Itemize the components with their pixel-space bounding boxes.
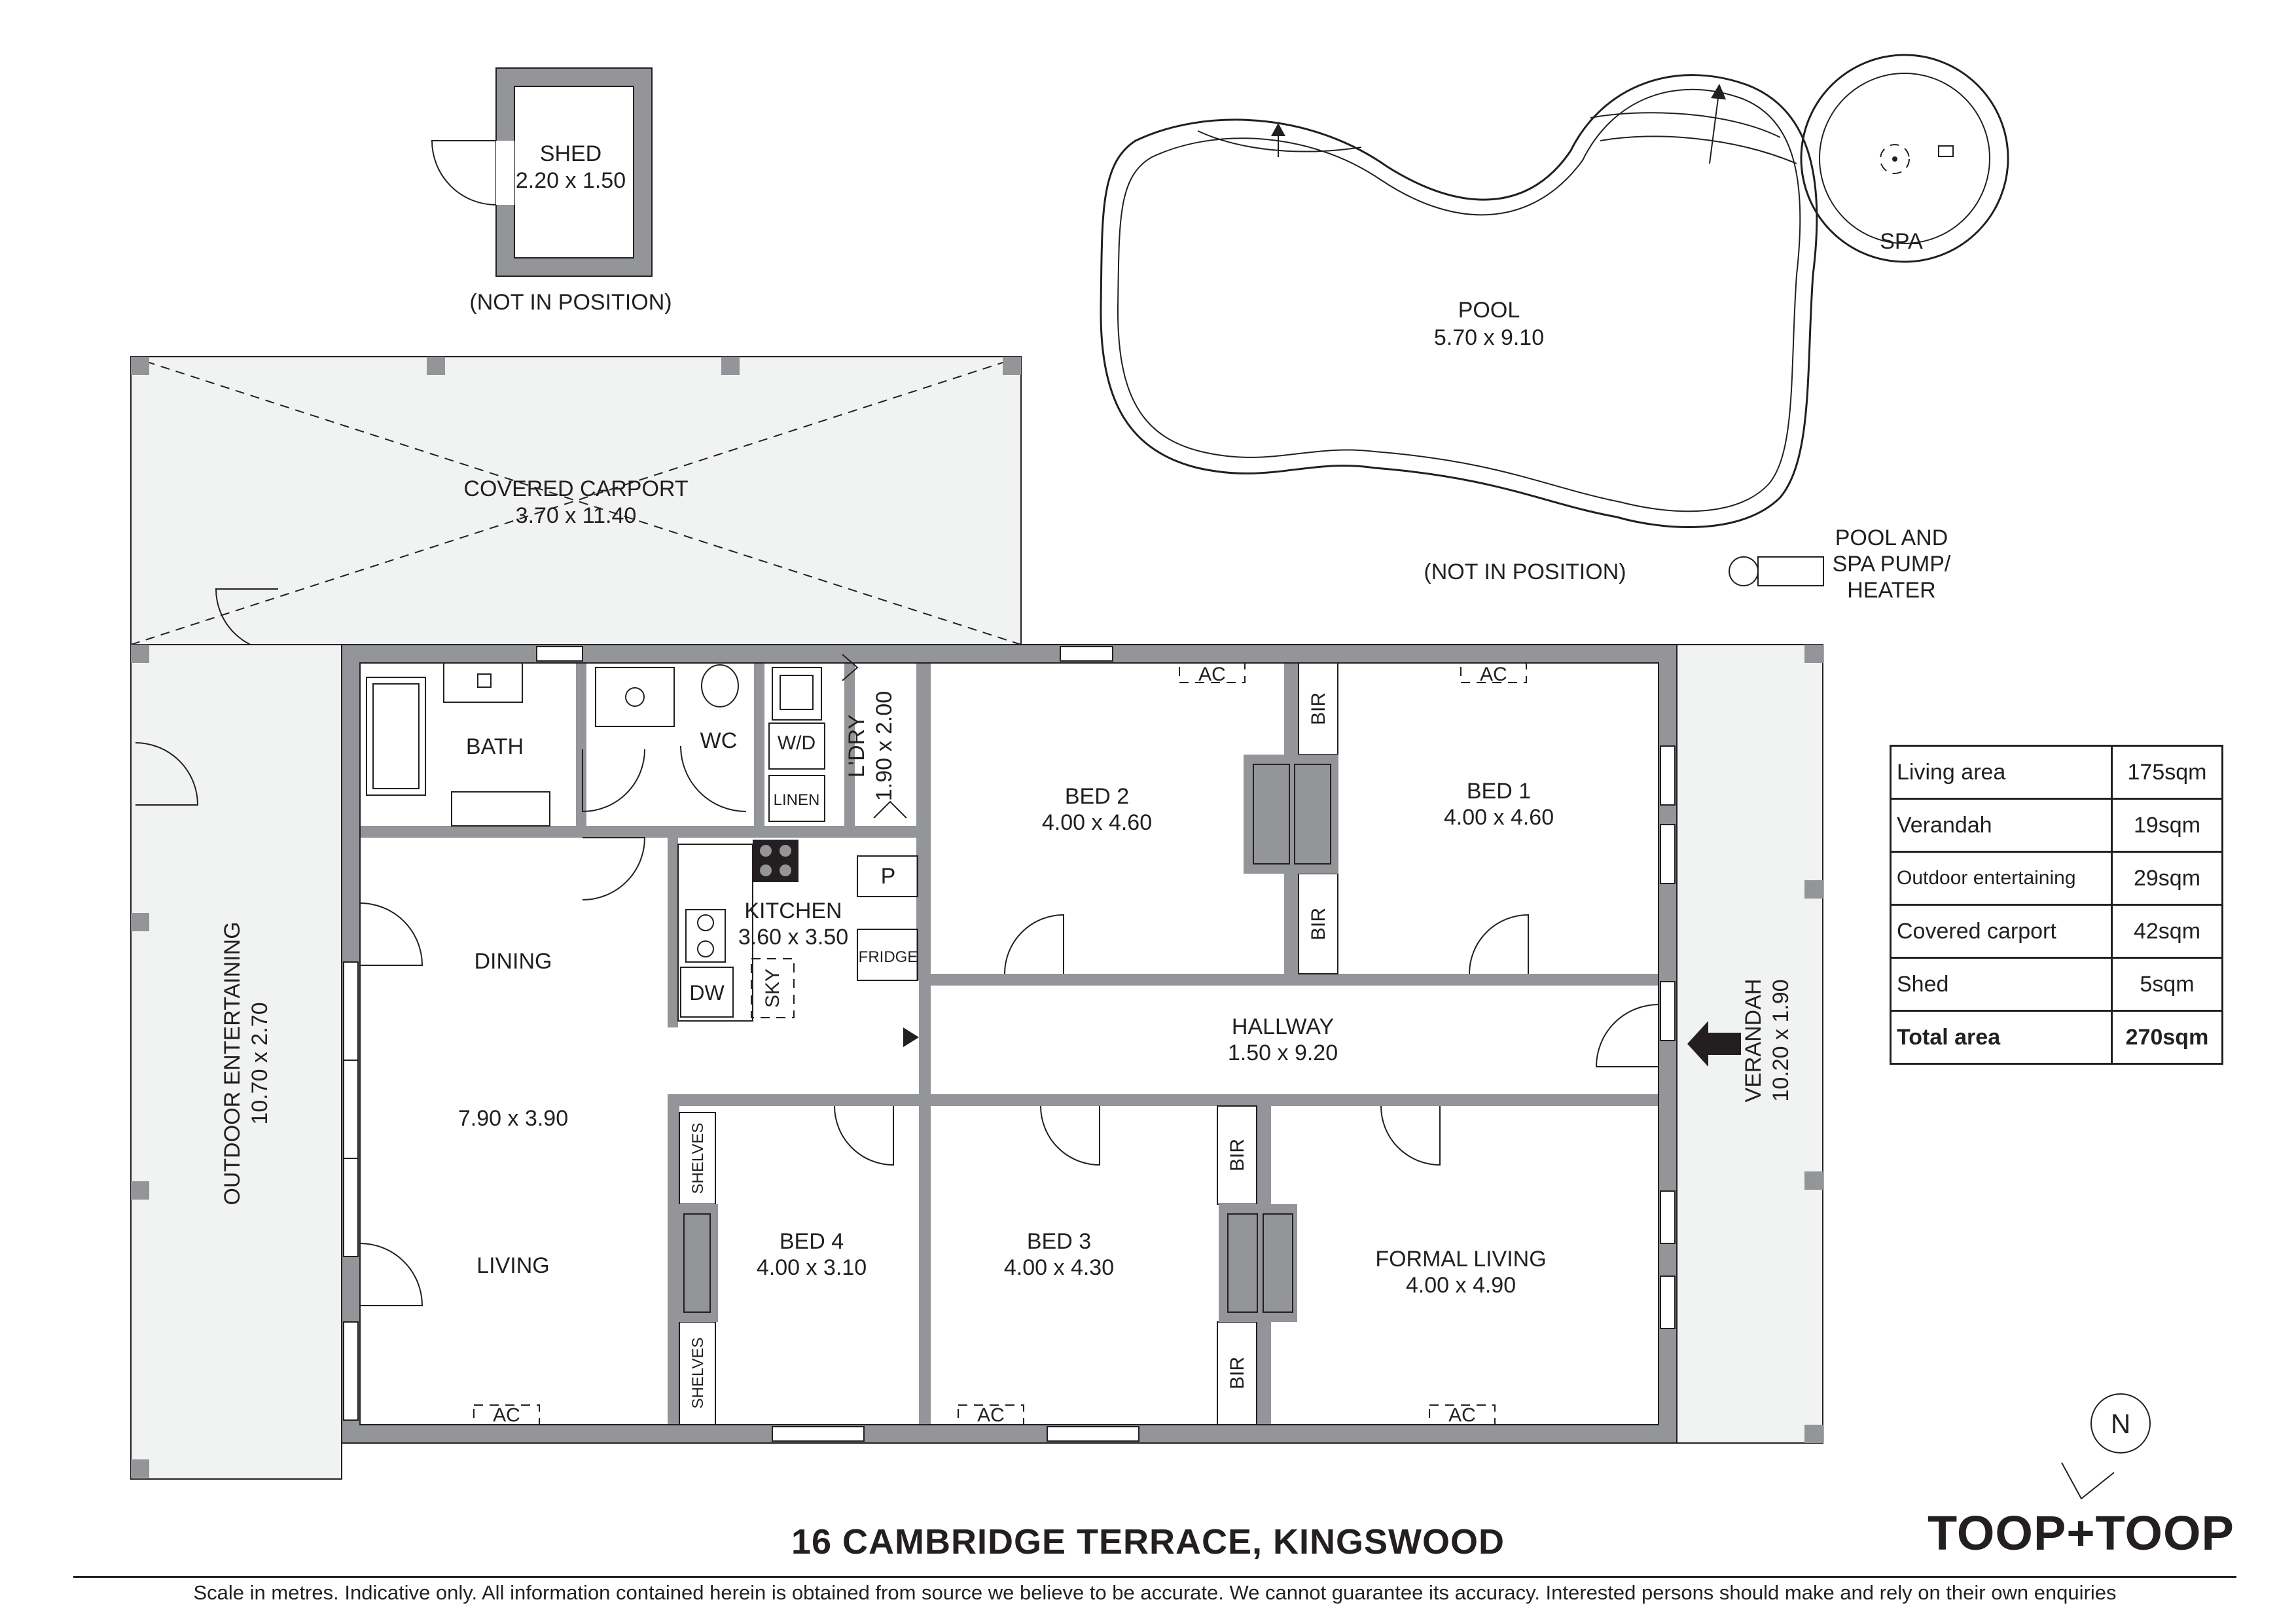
brand-logo: TOOP+TOOP [1928, 1506, 2234, 1560]
disclaimer-text: Scale in metres. Indicative only. All in… [193, 1581, 2117, 1604]
pump-line2: SPA PUMP/ [1833, 552, 1951, 577]
area-value: 29sqm [2111, 851, 2223, 906]
sky-name: SKY [762, 969, 783, 1008]
compass-letter: N [2111, 1408, 2130, 1439]
verandah-name: VERANDAH [1741, 979, 1766, 1103]
laundry-dims: 1.90 x 2.00 [872, 691, 897, 801]
bir-label: BIR [1227, 1357, 1248, 1389]
outdoor-dims: 10.70 x 2.70 [247, 1002, 272, 1124]
house-walls [341, 644, 1677, 1444]
bed4-name: BED 4 [780, 1229, 844, 1254]
living-dims: 7.90 x 3.90 [458, 1106, 568, 1131]
pool: POOL 5.70 x 9.10 (NOT IN POSITION) [1100, 74, 1818, 584]
north-compass: N [2061, 1393, 2151, 1500]
area-value: 42sqm [2111, 904, 2223, 959]
bed1-dims: 4.00 x 4.60 [1444, 805, 1554, 830]
bed1-name: BED 1 [1467, 779, 1531, 804]
entry-arrow-icon [1687, 1021, 1741, 1067]
verandah: VERANDAH 10.20 x 1.90 [1676, 644, 1823, 1444]
bir-label: BIR [1308, 692, 1329, 725]
spa-name: SPA [1880, 229, 1923, 254]
table-row-total: Total area 270sqm [1890, 1010, 2223, 1065]
area-value: 19sqm [2111, 798, 2223, 853]
pool-pump: POOL AND SPA PUMP/ HEATER [1729, 526, 1951, 603]
linen-name: LINEN [774, 791, 820, 809]
formal-name: FORMAL LIVING [1375, 1247, 1546, 1272]
area-label: Outdoor entertaining [1890, 851, 2113, 906]
wc-name: WC [700, 728, 738, 753]
area-label: Shed [1890, 957, 2113, 1012]
pump-line3: HEATER [1847, 578, 1935, 603]
formal-dims: 4.00 x 4.90 [1406, 1273, 1516, 1298]
area-label: Covered carport [1890, 904, 2113, 959]
area-table: Living area 175sqm Verandah 19sqm Outdoo… [1890, 745, 2223, 1065]
carport-name: COVERED CARPORT [463, 476, 688, 501]
bed3-dims: 4.00 x 4.30 [1004, 1255, 1114, 1280]
dw-name: DW [689, 981, 725, 1005]
bed4-dims: 4.00 x 3.10 [757, 1255, 867, 1280]
bath-name: BATH [466, 734, 524, 759]
room-labels: BATH WC W/D LINEN L'DRY 1.90 x 2.00 P FR… [458, 664, 1554, 1426]
pool-dims: 5.70 x 9.10 [1434, 325, 1544, 350]
doors [359, 654, 1659, 1306]
pump-line1: POOL AND [1835, 526, 1948, 550]
table-row: Outdoor entertaining 29sqm [1890, 851, 2223, 906]
shelves-label: SHELVES [689, 1338, 707, 1409]
shed: SHED 2.20 x 1.50 (NOT IN POSITION) [431, 67, 672, 315]
wd-name: W/D [778, 732, 816, 754]
dining-name: DINING [475, 949, 552, 974]
kitchen-dims: 3.60 x 3.50 [738, 925, 848, 950]
verandah-dims: 10.20 x 1.90 [1768, 979, 1793, 1101]
fridge-name: FRIDGE [859, 948, 918, 966]
outdoor-entertaining: OUTDOOR ENTERTAINING 10.70 x 2.70 [130, 644, 342, 1480]
living-name: LIVING [476, 1253, 549, 1278]
area-label: Living area [1890, 745, 2113, 800]
table-row: Living area 175sqm [1890, 745, 2223, 800]
ac-label: AC [977, 1404, 1005, 1426]
area-value: 5sqm [2111, 957, 2223, 1012]
outdoor-name: OUTDOOR ENTERTAINING [220, 921, 245, 1205]
bir-label: BIR [1308, 908, 1329, 940]
table-row: Verandah 19sqm [1890, 798, 2223, 853]
property-address-title: 16 CAMBRIDGE TERRACE, KINGSWOOD [791, 1522, 1505, 1561]
ac-label: AC [1198, 664, 1226, 685]
bed3-name: BED 3 [1027, 1229, 1091, 1254]
north-arrow-icon [2061, 1462, 2115, 1500]
spa: SPA [1800, 54, 2009, 263]
area-value: 270sqm [2111, 1010, 2223, 1065]
shed-dims: 2.20 x 1.50 [516, 168, 626, 193]
shed-note: (NOT IN POSITION) [469, 290, 672, 315]
pool-name: POOL [1458, 298, 1520, 323]
bed2-name: BED 2 [1065, 784, 1129, 809]
covered-carport: COVERED CARPORT 3.70 x 11.40 [130, 356, 1022, 652]
ac-label: AC [1448, 1404, 1476, 1426]
kitchen-name: KITCHEN [744, 899, 842, 923]
carport-dims: 3.70 x 11.40 [516, 503, 637, 528]
footer-divider [73, 1576, 2236, 1578]
fixtures [366, 662, 1527, 1425]
shed-name: SHED [540, 141, 601, 166]
hallway-name: HALLWAY [1232, 1014, 1334, 1039]
laundry-name: L'DRY [844, 715, 869, 778]
shelves-label: SHELVES [689, 1123, 707, 1194]
pool-note: (NOT IN POSITION) [1424, 560, 1626, 584]
ac-label: AC [1480, 664, 1507, 685]
area-label: Total area [1890, 1010, 2113, 1065]
bed2-dims: 4.00 x 4.60 [1042, 810, 1152, 835]
windows [343, 646, 1676, 1442]
ac-label: AC [493, 1404, 520, 1426]
bir-label: BIR [1227, 1139, 1248, 1171]
table-row: Covered carport 42sqm [1890, 904, 2223, 959]
area-value: 175sqm [2111, 745, 2223, 800]
hallway-dims: 1.50 x 9.20 [1228, 1041, 1338, 1065]
table-row: Shed 5sqm [1890, 957, 2223, 1012]
pantry-name: P [881, 864, 896, 889]
area-label: Verandah [1890, 798, 2113, 853]
